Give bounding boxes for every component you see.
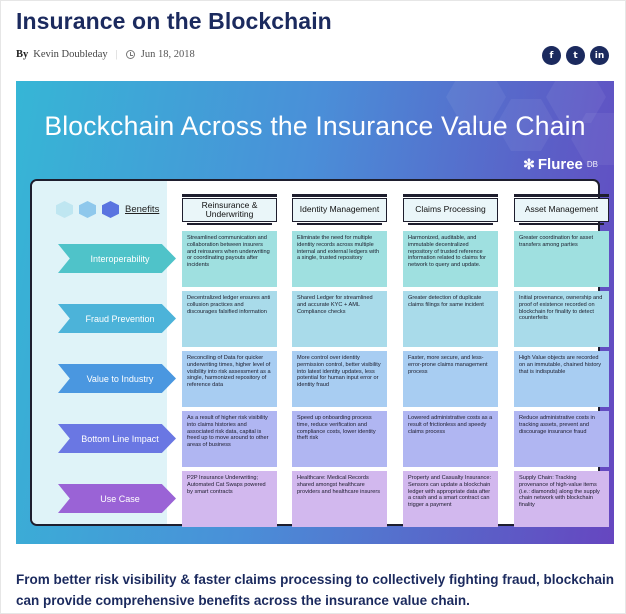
table-cell: Reduce administrative costs in tracking … <box>514 411 609 467</box>
table-cell: Shared Ledger for streamlined and accura… <box>292 291 387 347</box>
row-label: Interoperability <box>58 244 176 273</box>
row-label: Fraud Prevention <box>58 304 176 333</box>
table-cell: Speed up onboarding process time, reduce… <box>292 411 387 467</box>
author-link[interactable]: Kevin Doubleday <box>33 49 108 60</box>
article-caption: From better risk visibility & faster cla… <box>16 572 614 608</box>
table-cell: Streamlined communication and collaborat… <box>182 231 277 287</box>
row-label: Value to Industry <box>58 364 176 393</box>
publish-date: Jun 18, 2018 <box>140 49 195 60</box>
table-cell: Greater coordination for asset transfers… <box>514 231 609 287</box>
cube-icon <box>56 201 73 218</box>
value-chain-table: Benefits Reinsurance & Underwriting Ident… <box>30 179 609 527</box>
table-cell: High Value objects are recorded on an im… <box>514 351 609 407</box>
table-cell: Initial provenance, ownership and proof … <box>514 291 609 347</box>
table-cell: Supply Chain: Tracking provenance of hig… <box>514 471 609 527</box>
snowflake-icon: ✻ <box>523 156 535 172</box>
table-cell: Harmonized, auditable, and immutable dec… <box>403 231 498 287</box>
table-cell: Greater detection of duplicate claims fi… <box>403 291 498 347</box>
clock-icon <box>125 50 135 59</box>
logo-suffix: DB <box>586 160 598 169</box>
table-cell: Lowered administrative costs as a result… <box>403 411 498 467</box>
article-title[interactable]: Insurance on the Blockchain <box>16 8 332 34</box>
table-cell: Property and Casualty Insurance: Sensors… <box>403 471 498 527</box>
column-header: Reinsurance & Underwriting <box>182 194 277 225</box>
facebook-icon[interactable]: f <box>542 46 561 65</box>
row-label: Bottom Line Impact <box>58 424 176 453</box>
table-cell: P2P Insurance Underwriting; Automated Ca… <box>182 471 277 527</box>
table-cell: As a result of higher risk visibility in… <box>182 411 277 467</box>
table-cell: Reconciling of Data for quicker underwri… <box>182 351 277 407</box>
twitter-icon[interactable]: t <box>566 46 585 65</box>
column-header: Identity Management <box>292 194 387 225</box>
table-cell: Decentralized ledger ensures anti collus… <box>182 291 277 347</box>
column-header: Claims Processing <box>403 194 498 225</box>
logo-name: Fluree <box>537 156 583 173</box>
cube-icons <box>56 201 119 218</box>
column-header: Asset Management <box>514 194 609 225</box>
cube-icon <box>79 201 96 218</box>
linkedin-icon[interactable]: in <box>590 46 609 65</box>
benefits-heading: Benefits <box>125 204 160 215</box>
meta-divider: | <box>115 49 118 60</box>
article-meta: By Kevin Doubleday | Jun 18, 2018 <box>16 49 195 60</box>
table-cell: More control over identity permission co… <box>292 351 387 407</box>
infographic-image: Blockchain Across the Insurance Value Ch… <box>16 81 614 544</box>
by-label: By <box>16 49 29 60</box>
row-label: Use Case <box>58 484 176 513</box>
fluree-logo: ✻ Fluree DB <box>523 156 598 173</box>
cube-icon <box>102 201 119 218</box>
table-cell: Eliminate the need for multiple identity… <box>292 231 387 287</box>
social-share-bar: f t in <box>542 46 609 65</box>
table-cell: Faster, more secure, and less-error-pron… <box>403 351 498 407</box>
table-cell: Healthcare: Medical Records shared among… <box>292 471 387 527</box>
infographic-title: Blockchain Across the Insurance Value Ch… <box>44 111 586 141</box>
benefits-column <box>32 181 167 524</box>
